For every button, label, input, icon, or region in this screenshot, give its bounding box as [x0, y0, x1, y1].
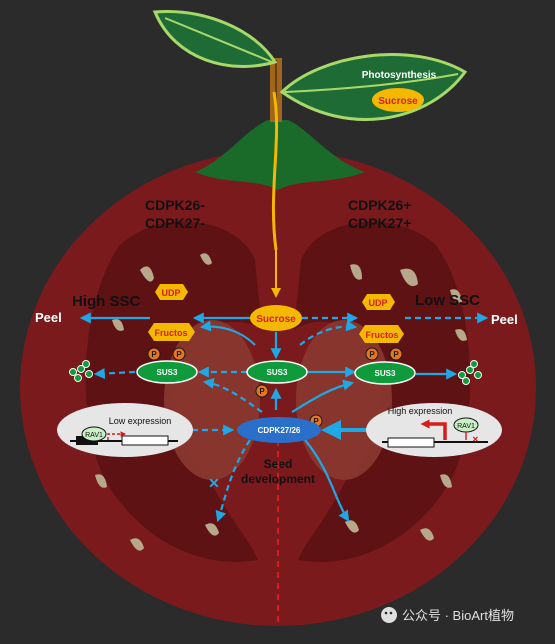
phloem-path — [271, 91, 279, 251]
sepals — [195, 120, 365, 190]
right-udp-hexagon — [362, 294, 395, 310]
seeds — [95, 253, 467, 551]
left-fructos-label: Fructos — [154, 328, 187, 338]
right-p-circle-2 — [389, 347, 403, 361]
left-sus3-label: SUS3 — [157, 368, 178, 377]
right-fructos-hexagon — [359, 325, 404, 343]
right-sus3-label: SUS3 — [375, 369, 396, 378]
left-p-label-2: P — [176, 350, 182, 359]
arrows — [79, 312, 489, 523]
watermark: 公众号 · BioArt植物 — [381, 607, 514, 623]
left-udp-hexagon — [155, 284, 188, 300]
left-genotype-1: CDPK26- — [145, 197, 205, 213]
high-expression-box: High expression RAV1 ✕ — [366, 403, 502, 457]
right-genotype-1: CDPK26+ — [348, 197, 411, 213]
right-sus3-oval — [354, 361, 416, 385]
right-genotype-2: CDPK27+ — [348, 215, 411, 231]
center-p-label: P — [259, 387, 265, 396]
right-leaf — [279, 53, 468, 121]
right-p-label-2: P — [393, 350, 399, 359]
center-p-circle — [255, 384, 269, 398]
blocked-x-mark: ✕ — [208, 475, 220, 491]
left-p-circle-1 — [147, 347, 161, 361]
left-peel-label: Peel — [35, 310, 62, 325]
left-ssc-label: High SSC — [72, 293, 141, 310]
rav1-block-mark: ✕ — [472, 435, 479, 444]
left-rav1-label: RAV1 — [85, 432, 103, 439]
seed-label-2: development — [241, 472, 315, 486]
right-ssc-label: Low SSC — [415, 292, 480, 309]
low-expression-box: Low expression RAV1 — [57, 403, 193, 457]
center-sucrose-label: Sucrose — [256, 314, 296, 325]
high-expression-label: High expression — [388, 406, 453, 416]
leaf-sucrose-oval — [372, 88, 424, 112]
right-p-label-1: P — [369, 350, 375, 359]
low-expression-label: Low expression — [109, 416, 172, 426]
left-fructos-hexagon — [148, 323, 195, 341]
left-p-label-1: P — [151, 350, 157, 359]
left-udp-label: UDP — [161, 288, 180, 298]
center-sus3-label: SUS3 — [267, 368, 288, 377]
right-rav1-label: RAV1 — [457, 423, 475, 430]
right-placenta — [296, 320, 392, 480]
right-udp-label: UDP — [368, 298, 387, 308]
center-sus3-oval — [246, 360, 308, 384]
kinase-label: CDPK27/26 — [258, 426, 301, 435]
left-p-circle-2 — [172, 347, 186, 361]
left-sugar-cluster — [69, 360, 93, 382]
kinase-oval — [237, 417, 321, 443]
right-peel-label: Peel — [491, 312, 518, 327]
seed-label-1: Seed — [264, 457, 293, 471]
kinase-p-label: P — [313, 417, 319, 426]
left-sus3-oval — [136, 360, 198, 384]
photosynthesis-label: Photosynthesis — [362, 70, 437, 81]
right-p-circle-1 — [365, 347, 379, 361]
leaf-sucrose-label: Sucrose — [378, 96, 418, 107]
right-fructos-label: Fructos — [365, 330, 398, 340]
center-sucrose-oval — [250, 305, 302, 331]
left-genotype-2: CDPK27- — [145, 215, 205, 231]
right-sugar-cluster — [458, 360, 482, 385]
watermark-text: 公众号 · BioArt植物 — [402, 608, 514, 623]
